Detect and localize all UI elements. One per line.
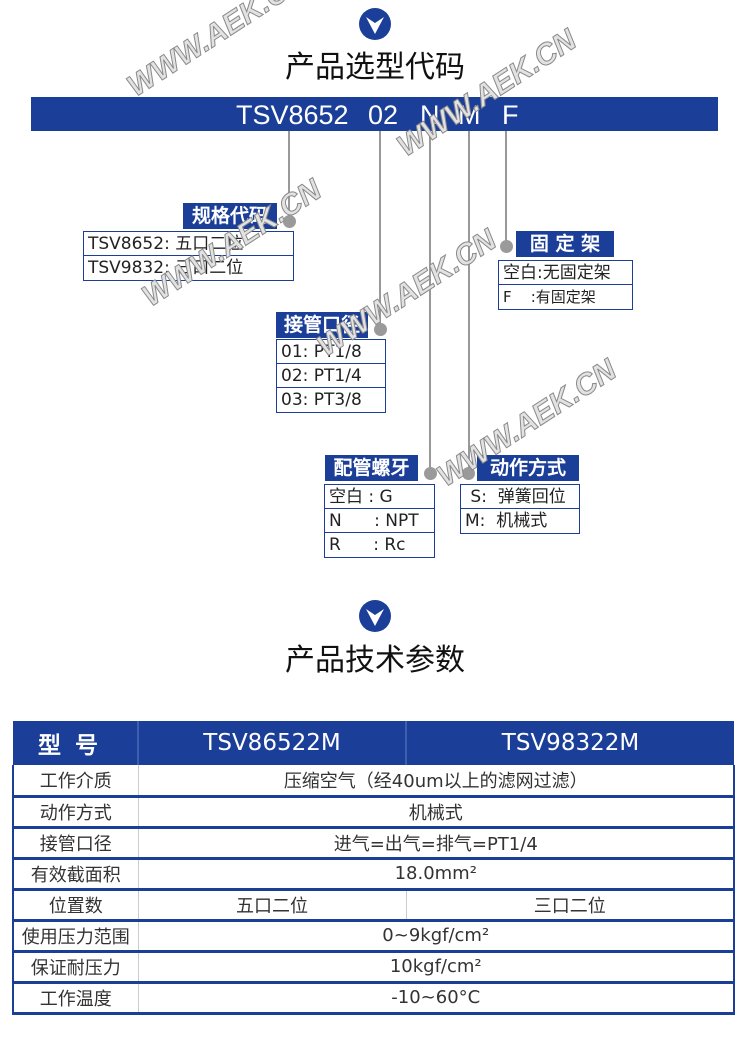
table-row: 位置数五口二位三口二位 [12,889,735,922]
table-row: 动作方式机械式 [12,796,735,829]
option: N : NPT [325,509,434,533]
code-series: TSV8652 [236,100,349,130]
row-label: 位置数 [12,889,138,922]
row-label: 接管口径 [12,827,138,860]
code-bracket: F [502,100,519,130]
option: M: 机械式 [465,511,548,531]
specs-table: 型号 TSV86522M TSV98322M 工作介质压缩空气（经40um以上的… [12,721,735,1015]
connector-dot [500,240,513,253]
option: 空白 : G [325,485,434,509]
row-value: 18.0mm² [137,858,735,891]
option: R : Rc [329,535,406,555]
port-size-label: 接管口径 [276,312,368,338]
chevron-down-circle-icon [359,8,391,40]
spec-code-options: TSV8652: 五口二位 TSV9832: 三口二位 [83,231,294,281]
action-label: 动作方式 [477,455,579,481]
bracket-label: 固 定 架 [516,231,614,257]
specs-title: 产品技术参数 [285,643,465,678]
connector-dot [374,323,387,336]
connector-dot [462,467,475,480]
connector-line [429,131,431,473]
row-label: 工作温度 [12,982,138,1015]
spec-code-label: 规格代码 [183,203,277,229]
connector-line [468,131,470,473]
header-model-2: TSV98322M [405,721,734,765]
table-row: 接管口径进气=出气=排气=PT1/4 [12,827,735,860]
header-model-1: TSV86522M [137,721,406,765]
bracket-options: 空白:无固定架 F :有固定架 [498,260,633,310]
connector-dot [283,215,296,228]
row-value: 机械式 [137,796,735,829]
row-label: 使用压力范围 [12,920,138,953]
row-value: 压缩空气（经40um以上的滤网过滤） [137,765,735,798]
option: 01: PT1/8 [277,340,385,364]
row-value: 进气=出气=排气=PT1/4 [137,827,735,860]
connector-line [505,131,507,246]
thread-options: 空白 : G N : NPT R : Rc [324,484,435,558]
chevron-down-circle-icon [359,600,391,632]
row-value: 10kgf/cm² [137,951,735,984]
selection-title: 产品选型代码 [285,50,465,85]
code-thread: N [420,100,440,130]
option: TSV8652: 五口二位 [84,232,293,256]
code-action: M [458,100,481,130]
option: 03: PT3/8 [281,390,362,410]
connector-line [288,131,290,222]
thread-label: 配管螺牙 [325,455,418,481]
action-options: S: 弹簧回位 M: 机械式 [460,484,580,534]
table-row: 工作介质压缩空气（经40um以上的滤网过滤） [12,765,735,798]
row-label: 工作介质 [12,765,138,798]
row-label: 保证耐压力 [12,951,138,984]
row-value: 五口二位 [137,889,406,922]
header-model: 型号 [13,721,138,765]
row-value: 0~9kgf/cm² [137,920,735,953]
code-port: 02 [368,100,399,130]
row-value: -10~60°C [137,982,735,1015]
connector-dot [424,467,437,480]
option: 空白:无固定架 [499,261,632,285]
table-header: 型号 TSV86522M TSV98322M [13,721,734,765]
row-value: 三口二位 [405,889,735,922]
row-label: 有效截面积 [12,858,138,891]
table-row: 工作温度-10~60°C [12,982,735,1015]
option: 02: PT1/4 [277,364,385,388]
connector-line [379,131,381,330]
option: TSV9832: 三口二位 [88,258,244,278]
model-code-bar [31,97,718,131]
option: S: 弹簧回位 [461,485,579,509]
port-size-options: 01: PT1/8 02: PT1/4 03: PT3/8 [276,339,386,413]
row-label: 动作方式 [12,796,138,829]
option: F :有固定架 [503,288,596,306]
